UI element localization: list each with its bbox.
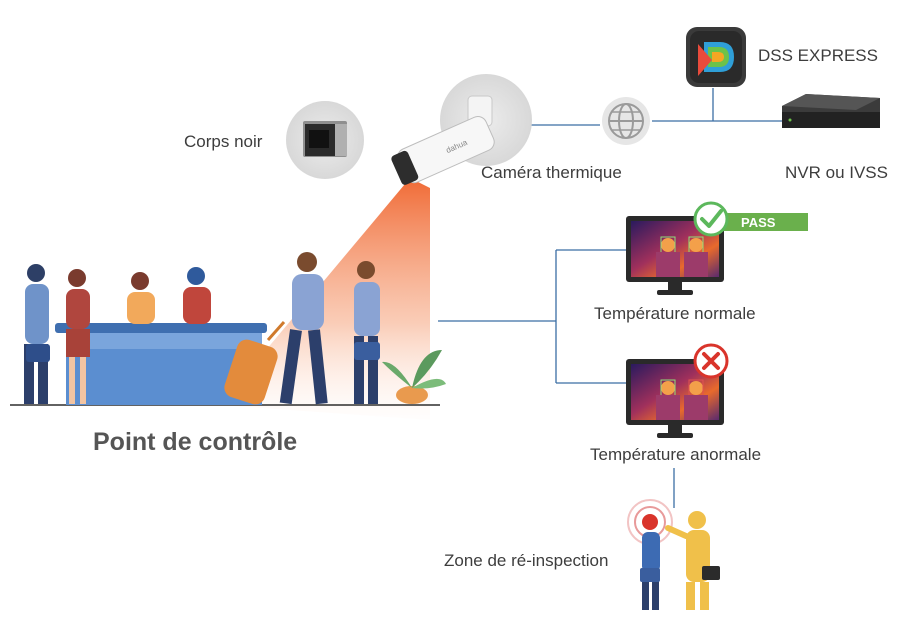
nvr-label: NVR ou IVSS — [785, 163, 888, 182]
monitor-icon — [626, 359, 724, 438]
checkpoint-title: Point de contrôle — [93, 428, 298, 456]
reinspection-zone-label: Zone de ré-inspection — [444, 551, 609, 570]
thermal-camera-label: Caméra thermique — [481, 163, 622, 182]
pass-badge: PASS — [722, 213, 808, 231]
monitor-icon — [626, 216, 724, 295]
blackbody-device-icon — [286, 101, 364, 179]
dss-express-app-icon — [686, 27, 746, 87]
pass-badge-text: PASS — [741, 215, 776, 230]
nvr-device-icon — [782, 94, 880, 128]
abnormal-temperature-label: Température anormale — [590, 445, 762, 464]
check-icon — [693, 201, 729, 237]
dss-express-label: DSS EXPRESS — [758, 46, 878, 65]
cross-icon — [693, 343, 729, 379]
protective-suit-inspector-icon — [627, 499, 720, 610]
blackbody-label: Corps noir — [184, 132, 263, 151]
thermal-camera-icon: dahua — [391, 74, 532, 185]
connector-lines — [438, 88, 782, 508]
globe-network-icon — [602, 97, 650, 145]
normal-temperature-label: Température normale — [594, 304, 756, 323]
checkpoint-scene — [10, 252, 446, 406]
